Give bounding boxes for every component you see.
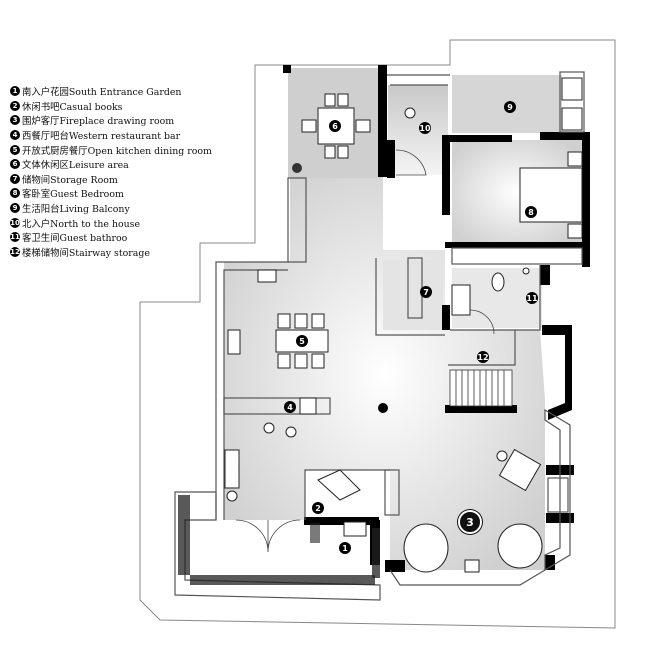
- room-marker-12: 12: [477, 351, 489, 363]
- sofa-left: [403, 523, 449, 573]
- legend-label: 南入户花园South Entrance Garden: [22, 87, 182, 99]
- legend-label: 生活阳台Living Balcony: [22, 204, 130, 216]
- legend-number: 6: [10, 159, 20, 170]
- armchair: [498, 448, 542, 492]
- stairs: [449, 369, 513, 407]
- room-marker-10: 10: [419, 122, 431, 134]
- legend-number: 5: [10, 144, 20, 155]
- room-marker-1: 1: [339, 542, 351, 554]
- room-marker-4: 4: [284, 401, 296, 413]
- furniture: [224, 77, 583, 573]
- doors: [235, 149, 495, 553]
- legend-label: 开放式厨房餐厅Open kitchen dining room: [22, 145, 212, 157]
- room-marker-3: 3: [458, 510, 482, 534]
- legend-label: 围炉客厅Fireplace drawing room: [22, 116, 175, 128]
- room-marker-11: 11: [526, 292, 538, 304]
- room-marker-5: 5: [296, 335, 308, 347]
- north-entry-floor: [388, 85, 448, 175]
- legend-number: 8: [10, 188, 20, 199]
- legend-number: 7: [10, 173, 20, 184]
- thin-walls: [174, 71, 585, 601]
- room-marker-6: 6: [329, 120, 341, 132]
- legend-label: 西餐厅吧台Western restaurant bar: [22, 131, 181, 143]
- legend-number: 9: [10, 203, 20, 214]
- column: [378, 403, 388, 413]
- legend-number: 12: [10, 246, 20, 257]
- legend-label: 北入户North to the house: [22, 218, 141, 230]
- planters: [178, 495, 380, 585]
- legend-number: 4: [10, 130, 20, 141]
- legend-number: 3: [10, 115, 20, 126]
- legend-label: 文体休闲区Leisure area: [22, 160, 129, 172]
- legend-label: 客卫生间Guest bathroo: [22, 233, 128, 245]
- room-marker-2: 2: [312, 502, 324, 514]
- storage-floor: [383, 260, 443, 330]
- legend-number: 2: [10, 100, 20, 111]
- legend-label: 客卧室Guest Bedroom: [22, 189, 124, 201]
- legend-label: 储物间Storage Room: [22, 174, 118, 186]
- room-marker-7: 7: [420, 286, 432, 298]
- sofa-right: [497, 523, 543, 569]
- legend-number: 10: [10, 217, 20, 228]
- bed: [519, 167, 583, 223]
- room-marker-8: 8: [525, 206, 537, 218]
- main-floor: [224, 178, 545, 570]
- legend-number: 1: [10, 86, 20, 97]
- site-boundary: [139, 39, 616, 629]
- room-marker-9: 9: [504, 101, 516, 113]
- legend-label: 楼梯储物间Stairway storage: [22, 247, 150, 259]
- legend-number: 11: [10, 232, 20, 243]
- legend-label: 休闲书吧Casual books: [22, 101, 123, 113]
